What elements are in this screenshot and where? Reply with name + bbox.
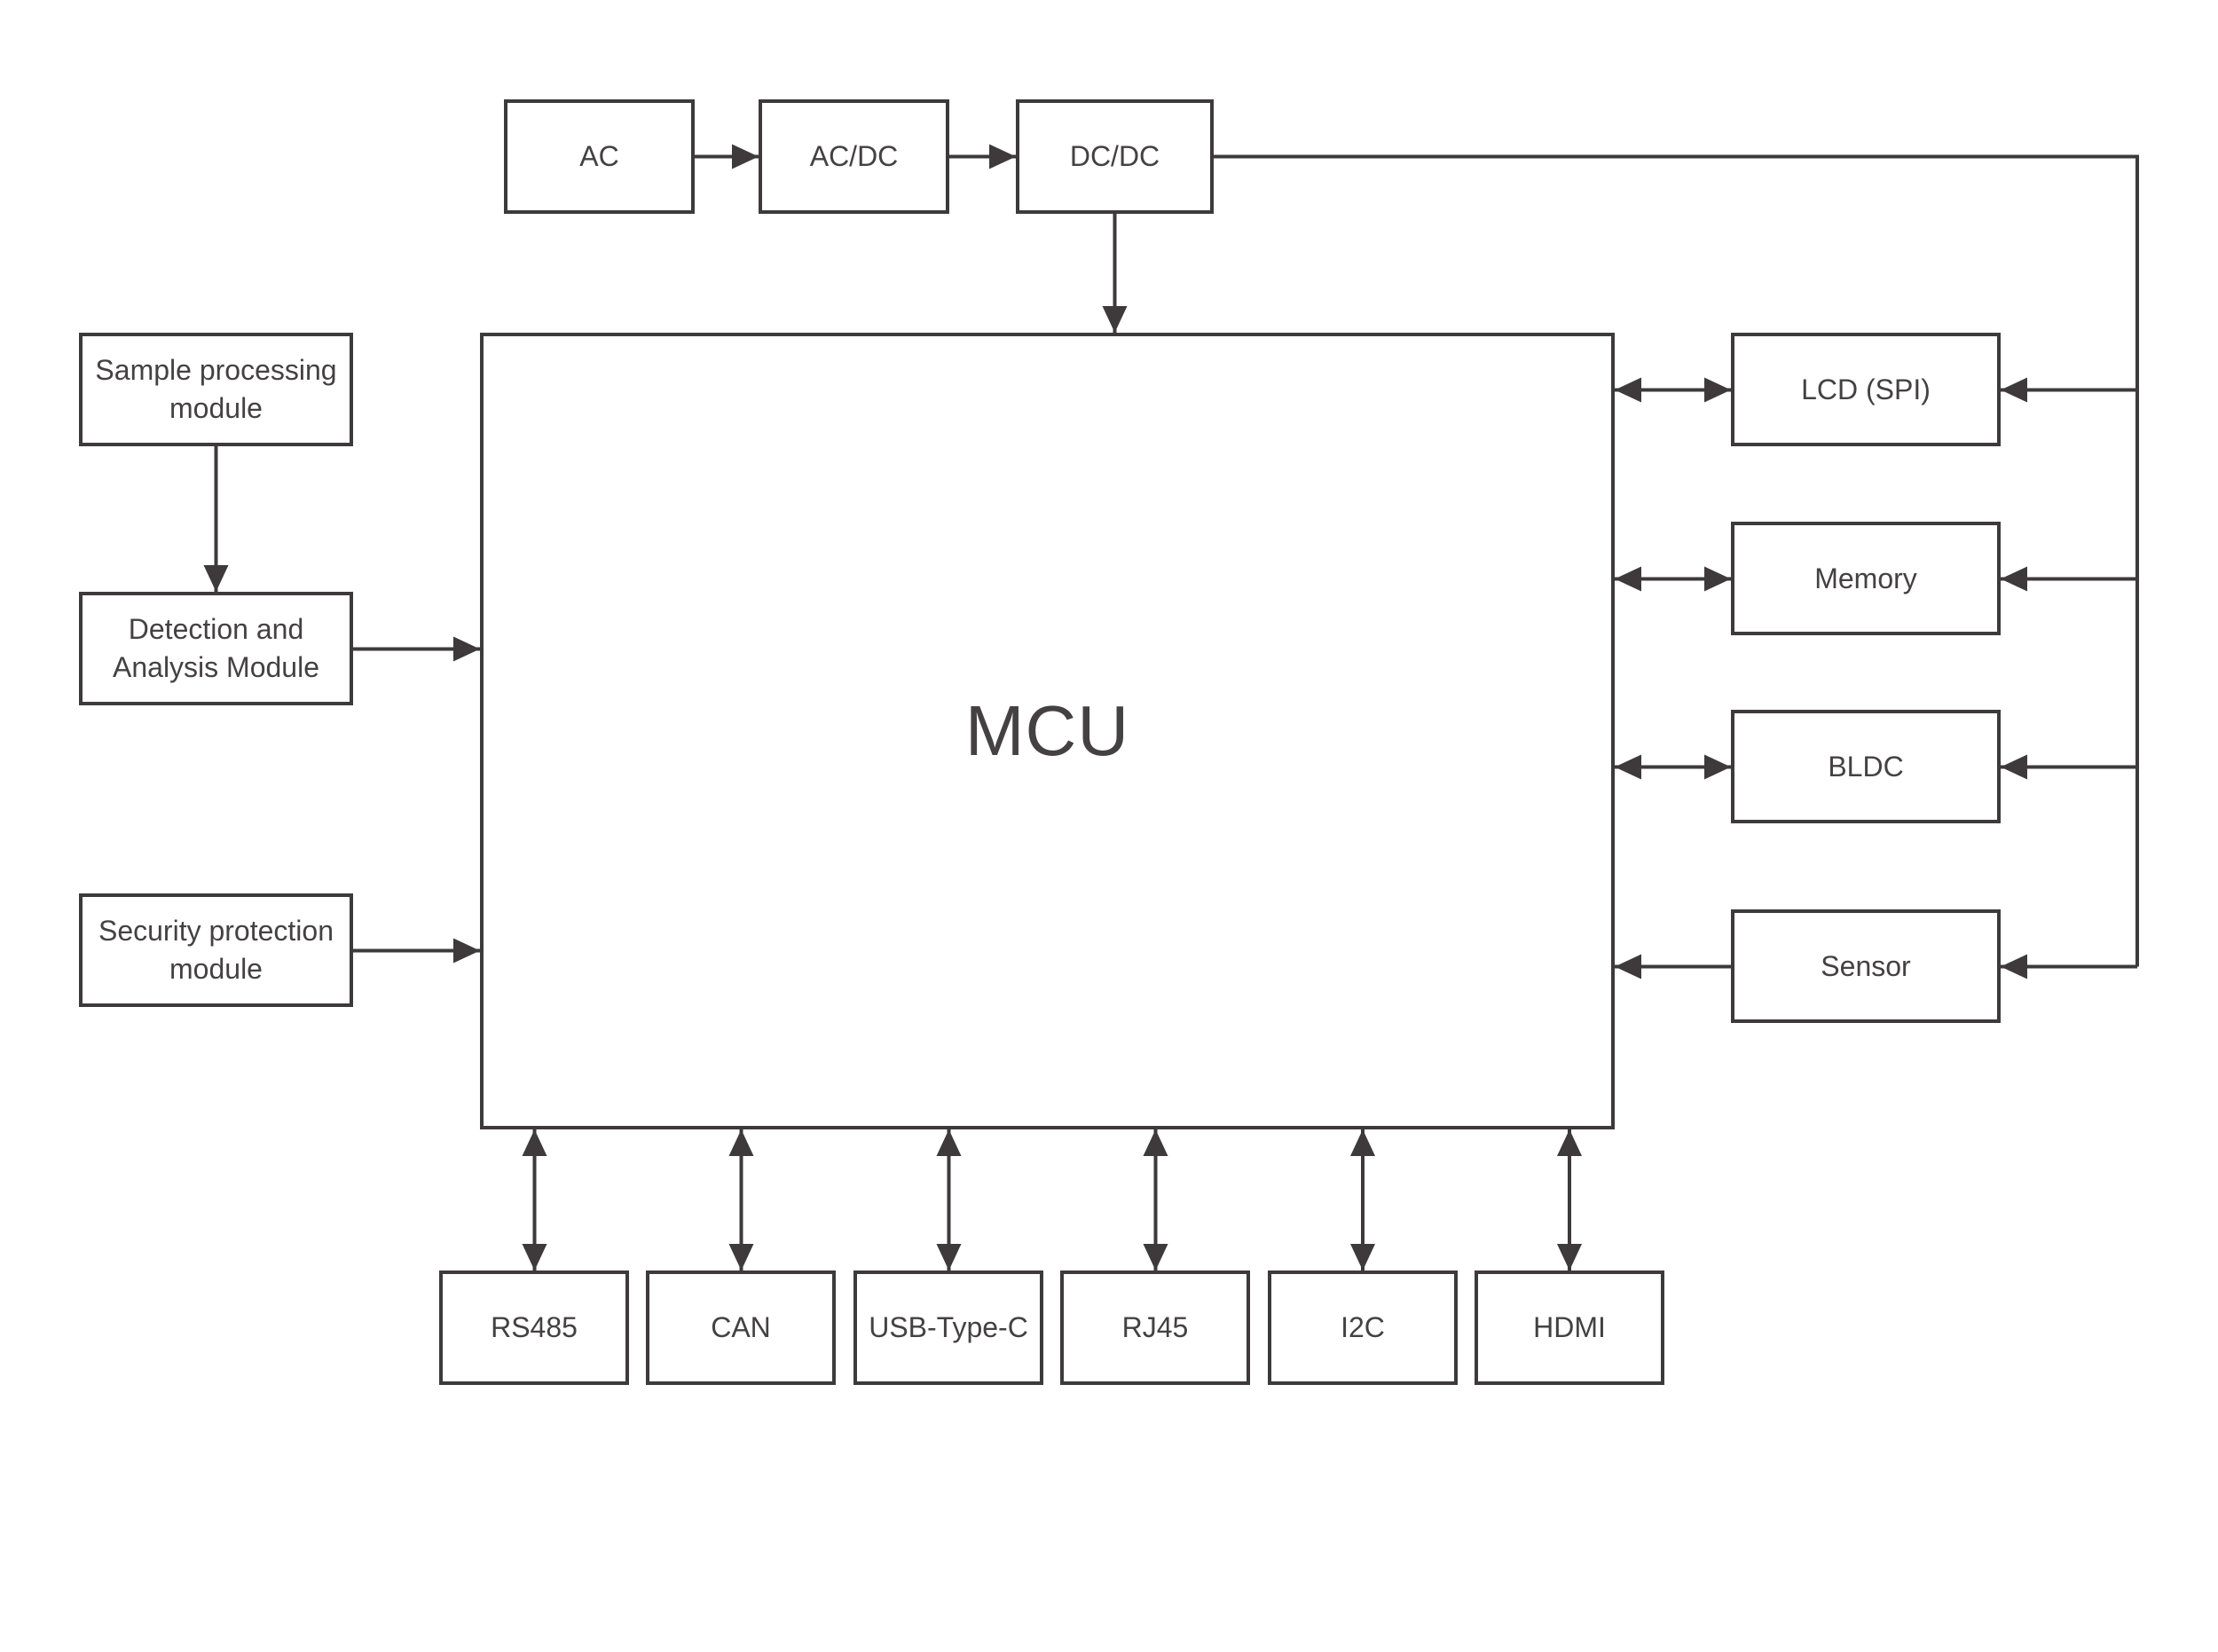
block-hdmi-label: HDMI <box>1533 1311 1606 1344</box>
block-sample-label: Sample processing module <box>95 354 337 424</box>
block-lcd-label: LCD (SPI) <box>1801 373 1931 405</box>
block-security-protection-module: Security protection module <box>79 893 353 1007</box>
block-detection-analysis-module: Detection and Analysis Module <box>79 592 353 705</box>
block-mcu: MCU <box>480 333 1615 1129</box>
block-ac-label: AC <box>579 140 619 173</box>
block-sample-processing-module: Sample processing module <box>79 333 353 446</box>
block-dcdc: DC/DC <box>1016 99 1214 214</box>
block-rj45: RJ45 <box>1060 1270 1250 1385</box>
block-rs485-label: RS485 <box>491 1311 578 1344</box>
block-hdmi: HDMI <box>1475 1270 1664 1385</box>
block-bldc-label: BLDC <box>1828 750 1904 783</box>
block-dcdc-label: DC/DC <box>1069 140 1160 173</box>
block-security-label: Security protection module <box>98 915 334 985</box>
block-bldc: BLDC <box>1731 710 2001 823</box>
block-sensor-label: Sensor <box>1821 949 1911 982</box>
block-detection-label: Detection and Analysis Module <box>113 613 319 683</box>
block-memory: Memory <box>1731 522 2001 635</box>
block-can-label: CAN <box>711 1311 771 1344</box>
block-ac: AC <box>504 99 695 214</box>
block-rj45-label: RJ45 <box>1121 1311 1189 1344</box>
block-i2c-label: I2C <box>1341 1311 1385 1344</box>
block-usb-type-c: USB-Type-C <box>853 1270 1043 1385</box>
block-lcd-spi: LCD (SPI) <box>1731 333 2001 446</box>
block-i2c: I2C <box>1268 1270 1458 1385</box>
block-mcu-label: MCU <box>964 691 1130 771</box>
block-can: CAN <box>646 1270 836 1385</box>
block-acdc: AC/DC <box>759 99 949 214</box>
block-sensor: Sensor <box>1731 909 2001 1023</box>
block-acdc-label: AC/DC <box>809 140 899 173</box>
block-rs485: RS485 <box>439 1270 629 1385</box>
block-usb-label: USB-Type-C <box>869 1311 1028 1344</box>
block-memory-label: Memory <box>1814 562 1917 594</box>
